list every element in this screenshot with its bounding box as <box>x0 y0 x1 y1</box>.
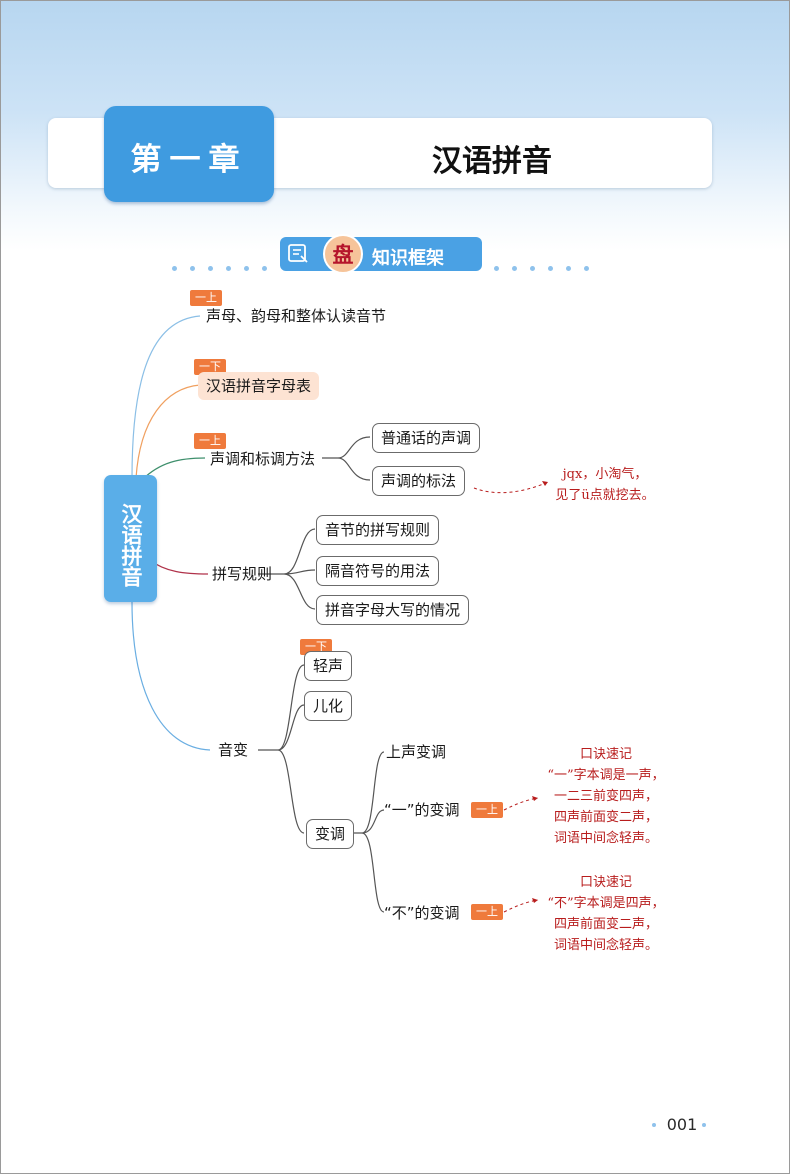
note-line: jqx，小淘气， <box>562 467 648 482</box>
branch3-children-connector <box>322 436 371 481</box>
note-yi-arrow <box>503 797 539 811</box>
erhua-node: 儿化 <box>304 691 353 721</box>
grade-tag: 一上 <box>194 433 226 449</box>
note-line: 四声前面变二声， <box>553 810 658 825</box>
dot-decoration <box>652 1123 656 1127</box>
dot-decoration <box>262 266 267 271</box>
section-title: 知识框架 <box>372 248 444 269</box>
note1-arrowhead <box>542 481 548 486</box>
chapter-badge: 第一章 <box>104 106 274 202</box>
dot-decoration <box>512 266 517 271</box>
branch3-child-1: 普通话的声调 <box>372 423 481 453</box>
branch4-connector <box>149 559 209 575</box>
branch4-child-3: 拼音字母大写的情况 <box>316 595 470 625</box>
mindmap-root-label: 汉语拼音 <box>119 503 143 587</box>
branch4-child-2: 隔音符号的用法 <box>316 556 440 586</box>
branch3-child-2: 声调的标法 <box>372 466 466 496</box>
dot-decoration <box>226 266 231 271</box>
note-line: 见了ü点就挖去。 <box>555 488 655 503</box>
note-line: 四声前面变二声， <box>553 917 658 932</box>
dot-decoration <box>494 266 499 271</box>
note-line: “一”字本调是一声， <box>547 768 665 783</box>
dot-decoration <box>566 266 571 271</box>
dot-decoration <box>702 1123 706 1127</box>
biandiao-children-connector <box>352 751 385 913</box>
note1-arrow <box>473 481 549 494</box>
branch4-children-connector <box>258 528 316 610</box>
dot-decoration <box>530 266 535 271</box>
branch3-note: jqx，小淘气， 见了ü点就挖去。 <box>540 464 670 506</box>
branch3-label: 声调和标调方法 <box>210 450 316 468</box>
mindmap-root-box <box>104 475 157 602</box>
dot-decoration <box>584 266 589 271</box>
note-bu-arrow <box>503 899 539 913</box>
shangsheng-biandiao: 上声变调 <box>386 743 447 761</box>
branch1-label: 声母、韵母和整体认读音节 <box>206 307 387 325</box>
branch1-connector <box>131 315 201 479</box>
chapter-label: 第一章 <box>130 142 248 178</box>
note-line: 口诀速记 <box>579 747 632 762</box>
note-bu: 口诀速记 “不”字本调是四声， 四声前面变二声， 词语中间念轻声。 <box>526 872 686 956</box>
book-icon <box>288 244 308 263</box>
qingsheng-node: 轻声 <box>304 651 353 681</box>
dot-decoration <box>172 266 177 271</box>
note-bu-arrowhead <box>532 898 538 903</box>
page-number: 001 <box>666 1115 698 1134</box>
grade-tag: 一上 <box>471 904 503 920</box>
branch4-label: 拼写规则 <box>212 565 273 583</box>
bu-biandiao: “不”的变调 <box>384 904 460 922</box>
chapter-title: 汉语拼音 <box>432 144 552 179</box>
dot-decoration <box>190 266 195 271</box>
grade-tag: 一上 <box>190 290 222 306</box>
grade-tag: 一下 <box>194 359 226 375</box>
note-yi: 口诀速记 “一”字本调是一声， 一二三前变四声， 四声前面变二声， 词语中间念轻… <box>526 744 686 849</box>
section-heading-bar <box>280 237 482 271</box>
branch5-label: 音变 <box>218 741 249 759</box>
dot-decoration <box>208 266 213 271</box>
section-badge-circle <box>323 234 363 274</box>
branch5-children-connector <box>258 664 305 834</box>
note-yi-arrowhead <box>532 796 538 801</box>
branch5-connector <box>131 601 211 751</box>
section-badge-char: 盘 <box>332 243 354 267</box>
note-line: “不”字本调是四声， <box>547 896 665 911</box>
branch4-child-1: 音节的拼写规则 <box>316 515 440 545</box>
branch2-label: 汉语拼音字母表 <box>198 372 320 400</box>
note-line: 词语中间念轻声。 <box>553 938 658 953</box>
dot-decoration <box>244 266 249 271</box>
grade-tag: 一上 <box>471 802 503 818</box>
note-line: 一二三前变四声， <box>553 789 658 804</box>
yi-biandiao: “一”的变调 <box>384 801 460 819</box>
branch2-connector <box>135 384 201 479</box>
biandiao-node: 变调 <box>306 819 355 849</box>
note-line: 词语中间念轻声。 <box>553 831 658 846</box>
note-line: 口诀速记 <box>579 875 632 890</box>
dot-decoration <box>548 266 553 271</box>
